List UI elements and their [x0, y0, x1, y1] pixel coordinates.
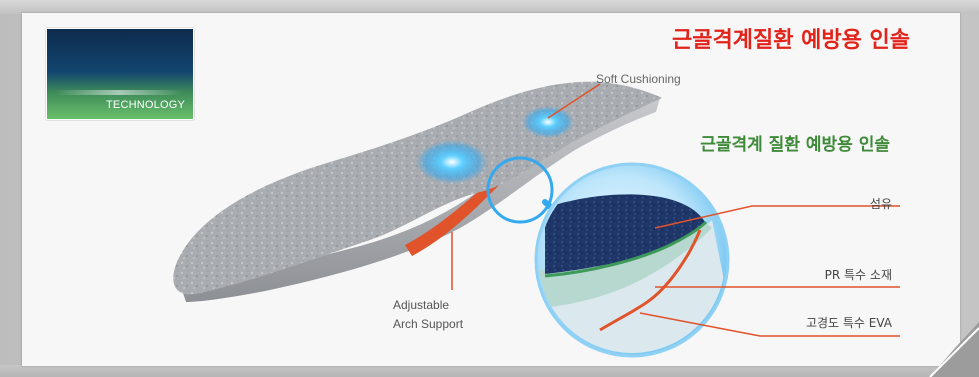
arch-support-line2: Arch Support	[393, 315, 463, 334]
eva-layer-label: 고경도 특수 EVA	[742, 314, 892, 331]
pr-layer-label: PR 특수 소재	[742, 266, 892, 283]
gel-heel-spot	[522, 106, 574, 138]
gel-forefoot-spot	[416, 140, 488, 184]
arch-support-label: Adjustable Arch Support	[393, 296, 463, 334]
logo-text: TECHNOLOGY	[106, 99, 185, 111]
fiber-layer-label: 섬유	[742, 195, 892, 212]
arch-support-line1: Adjustable	[393, 296, 463, 315]
main-title: 근골격계질환 예방용 인솔	[590, 22, 910, 54]
logo-strap	[55, 90, 183, 95]
soft-cushioning-label: Soft Cushioning	[596, 72, 681, 86]
technology-logo: TECHNOLOGY	[46, 28, 194, 120]
sub-title: 근골격계 질환 예방용 인솔	[650, 130, 890, 155]
